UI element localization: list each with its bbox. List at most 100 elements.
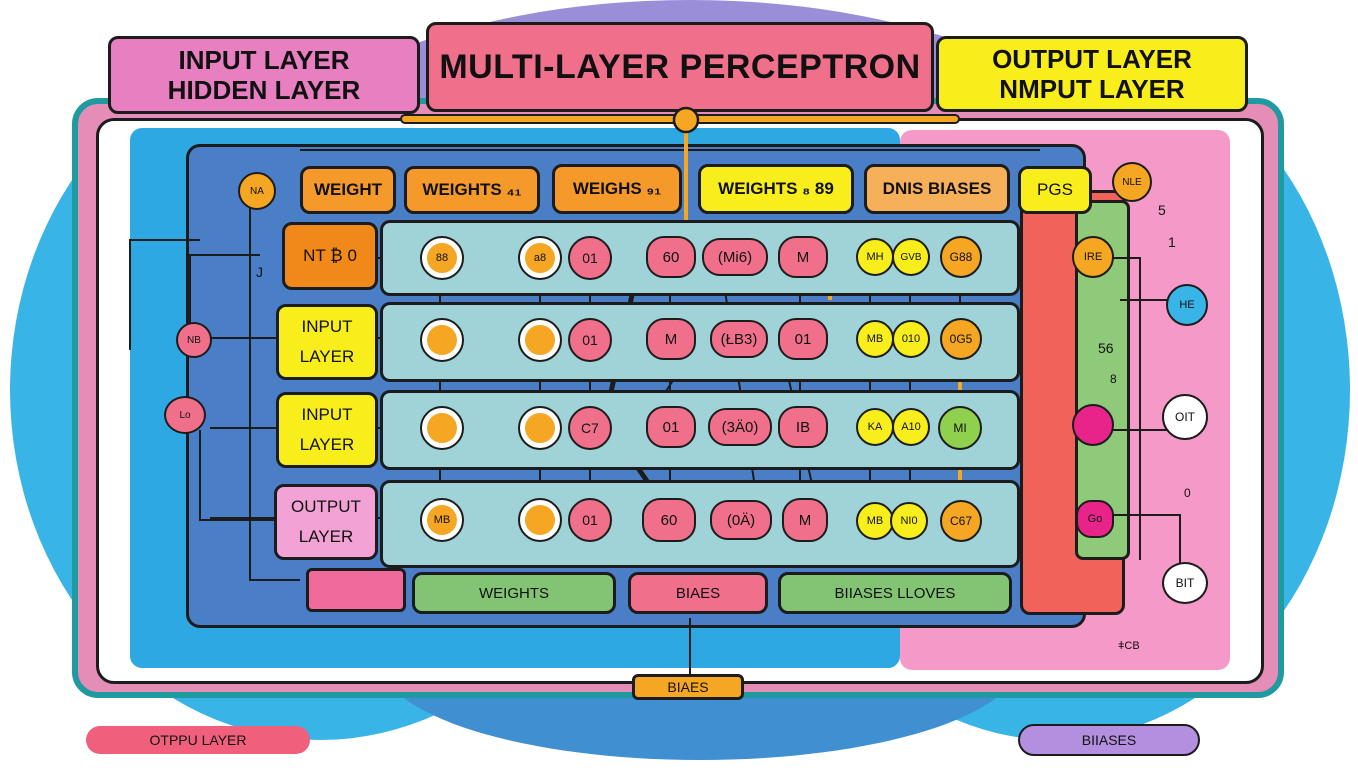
node-r2-c3: 01 xyxy=(568,318,612,362)
pgs-label: PGS xyxy=(1018,166,1092,214)
node-r2-c6-text: 01 xyxy=(794,330,812,348)
row-label-1-line1: NT ₿ 0 xyxy=(303,246,357,265)
node-r1-c3: 01 xyxy=(568,236,612,280)
bottom-center-biaes-text: BIAES xyxy=(667,679,709,695)
weights-label-2: WEIGHTS ₄₁ xyxy=(404,166,540,214)
biases-label-top-text: DNIS BIASES xyxy=(882,179,992,198)
row-label-3: INPUT LAYER xyxy=(276,392,378,468)
side-node-right-4-text: BIT xyxy=(1175,576,1195,590)
node-r2-c2-dot xyxy=(525,325,555,355)
row-label-1: NT ₿ 0 xyxy=(282,222,378,290)
node-r1-c9-text: G88 xyxy=(949,250,973,264)
row-label-2-line2: LAYER xyxy=(299,347,355,366)
page-title-text: MULTI-LAYER PERCEPTRON xyxy=(439,47,921,86)
stray-text-0: 0 xyxy=(1184,486,1191,500)
weights-label-1: WEIGHT xyxy=(300,166,396,214)
side-node-right-2: HE xyxy=(1166,284,1208,326)
node-r2-c9-text: 0G5 xyxy=(949,332,973,346)
side-node-left-mid: NB xyxy=(176,322,212,358)
node-r3-c1-dot xyxy=(427,413,457,443)
row-label-3-line1: INPUT xyxy=(301,405,353,424)
stray-text-5: 5 xyxy=(1158,202,1166,218)
side-node-right-4: BIT xyxy=(1162,562,1208,604)
row-label-4-line2: LAYER xyxy=(298,527,354,546)
node-r2-c2 xyxy=(518,318,562,362)
node-r1-c4: 60 xyxy=(646,236,696,278)
node-r4-c5-text: (0Ä) xyxy=(726,511,756,529)
node-r2-c8-text: 010 xyxy=(901,333,921,345)
node-r2-c4-text: M xyxy=(664,330,678,348)
node-r4-c2-dot xyxy=(525,505,555,535)
row-label-4-line1: OUTPUT xyxy=(291,497,361,516)
node-r4-c9-text: C67 xyxy=(949,514,972,528)
header-right-box: OUTPUT LAYER NMPUT LAYER xyxy=(936,36,1248,112)
side-node-right-5: Go xyxy=(1076,500,1114,538)
node-r4-c3: 01 xyxy=(568,498,612,542)
header-right-line2: NMPUT LAYER xyxy=(999,74,1185,104)
node-r2-c5-text: (ŁB3) xyxy=(720,330,758,348)
side-node-left-mid-text: NB xyxy=(187,334,201,346)
node-r3-c3: C7 xyxy=(568,406,612,450)
node-r4-c4-text: 60 xyxy=(660,511,678,529)
stray-text-cb: ǂCB xyxy=(1118,640,1140,652)
side-node-right-3-text: OIT xyxy=(1175,410,1195,424)
node-r3-c9: MI xyxy=(938,406,982,450)
row-label-2: INPUT LAYER xyxy=(276,304,378,380)
node-r1-c5: (Mi6) xyxy=(702,238,768,276)
node-r2-c4: M xyxy=(646,318,696,360)
node-r4-c6: M xyxy=(782,498,828,542)
node-r4-c8: NI0 xyxy=(890,502,928,540)
node-r1-c7: MH xyxy=(856,238,894,276)
node-r4-c5: (0Ä) xyxy=(710,500,772,540)
node-r1-c1: 88 xyxy=(420,236,464,280)
side-node-left-top: NA xyxy=(238,172,276,210)
side-node-right-6-text: NLE xyxy=(1122,176,1142,188)
node-r1-c8: GVB xyxy=(892,238,930,276)
node-r1-c2: a8 xyxy=(518,236,562,280)
side-node-right-5-text: Go xyxy=(1087,513,1103,525)
node-r3-c5: (3Ä0) xyxy=(708,408,772,446)
node-r3-c8: A10 xyxy=(892,408,930,446)
pgs-label-text: PGS xyxy=(1037,180,1073,199)
side-node-left-low-text: Lo xyxy=(179,409,191,421)
footer-left-pill: OTPPU LAYER xyxy=(86,726,310,754)
node-r4-c8-text: NI0 xyxy=(900,515,918,527)
header-left-line2: HIDDEN LAYER xyxy=(167,75,361,105)
node-r1-c1-text: 88 xyxy=(427,243,457,273)
bottom-weights-bar: WEIGHTS xyxy=(412,572,616,614)
left-pink-block xyxy=(306,568,406,612)
node-r4-c1: MB xyxy=(420,498,464,542)
bottom-biases-lloves-bar: BIIASES LLOVES xyxy=(778,572,1012,614)
bottom-center-biaes: BIAES xyxy=(632,674,744,700)
bottom-biaes-text: BIAES xyxy=(675,584,721,602)
node-r3-c1 xyxy=(420,406,464,450)
node-r2-c7: MB xyxy=(856,320,894,358)
header-left-box: INPUT LAYER HIDDEN LAYER xyxy=(108,36,420,114)
node-r2-c5: (ŁB3) xyxy=(710,320,768,358)
node-r2-c1 xyxy=(420,318,464,362)
node-r1-c6-text: M xyxy=(796,248,810,266)
footer-right-pill: BIIASES xyxy=(1018,724,1200,756)
node-r3-c2 xyxy=(518,406,562,450)
bottom-biaes-bar: BIAES xyxy=(628,572,768,614)
node-r3-c4: 01 xyxy=(646,406,696,448)
node-r4-c9: C67 xyxy=(940,500,982,542)
node-r3-c7: KA xyxy=(856,408,894,446)
page-title: MULTI-LAYER PERCEPTRON xyxy=(426,22,934,112)
node-r4-c3-text: 01 xyxy=(582,512,598,528)
node-r2-c7-text: MB xyxy=(866,333,884,345)
row-label-3-line2: LAYER xyxy=(299,435,355,454)
node-r4-c1-text: MB xyxy=(427,505,457,535)
footer-left-text: OTPPU LAYER xyxy=(149,732,247,748)
node-r4-c7: MB xyxy=(856,502,894,540)
node-r1-c7-text: MH xyxy=(866,251,884,263)
header-right-line1: OUTPUT LAYER xyxy=(992,44,1192,74)
weights-label-4-text: WEIGHTS ₈ 89 xyxy=(718,179,834,198)
weights-label-4: WEIGHTS ₈ 89 xyxy=(698,164,854,214)
row-label-2-line1: INPUT xyxy=(301,317,353,336)
node-r1-c6: M xyxy=(778,236,828,278)
stray-text-1: 1 xyxy=(1168,234,1176,250)
stray-text-8: 8 xyxy=(1110,372,1117,386)
bottom-biases-lloves-text: BIIASES LLOVES xyxy=(834,584,956,602)
side-node-right-1-text: IRE xyxy=(1083,251,1103,263)
